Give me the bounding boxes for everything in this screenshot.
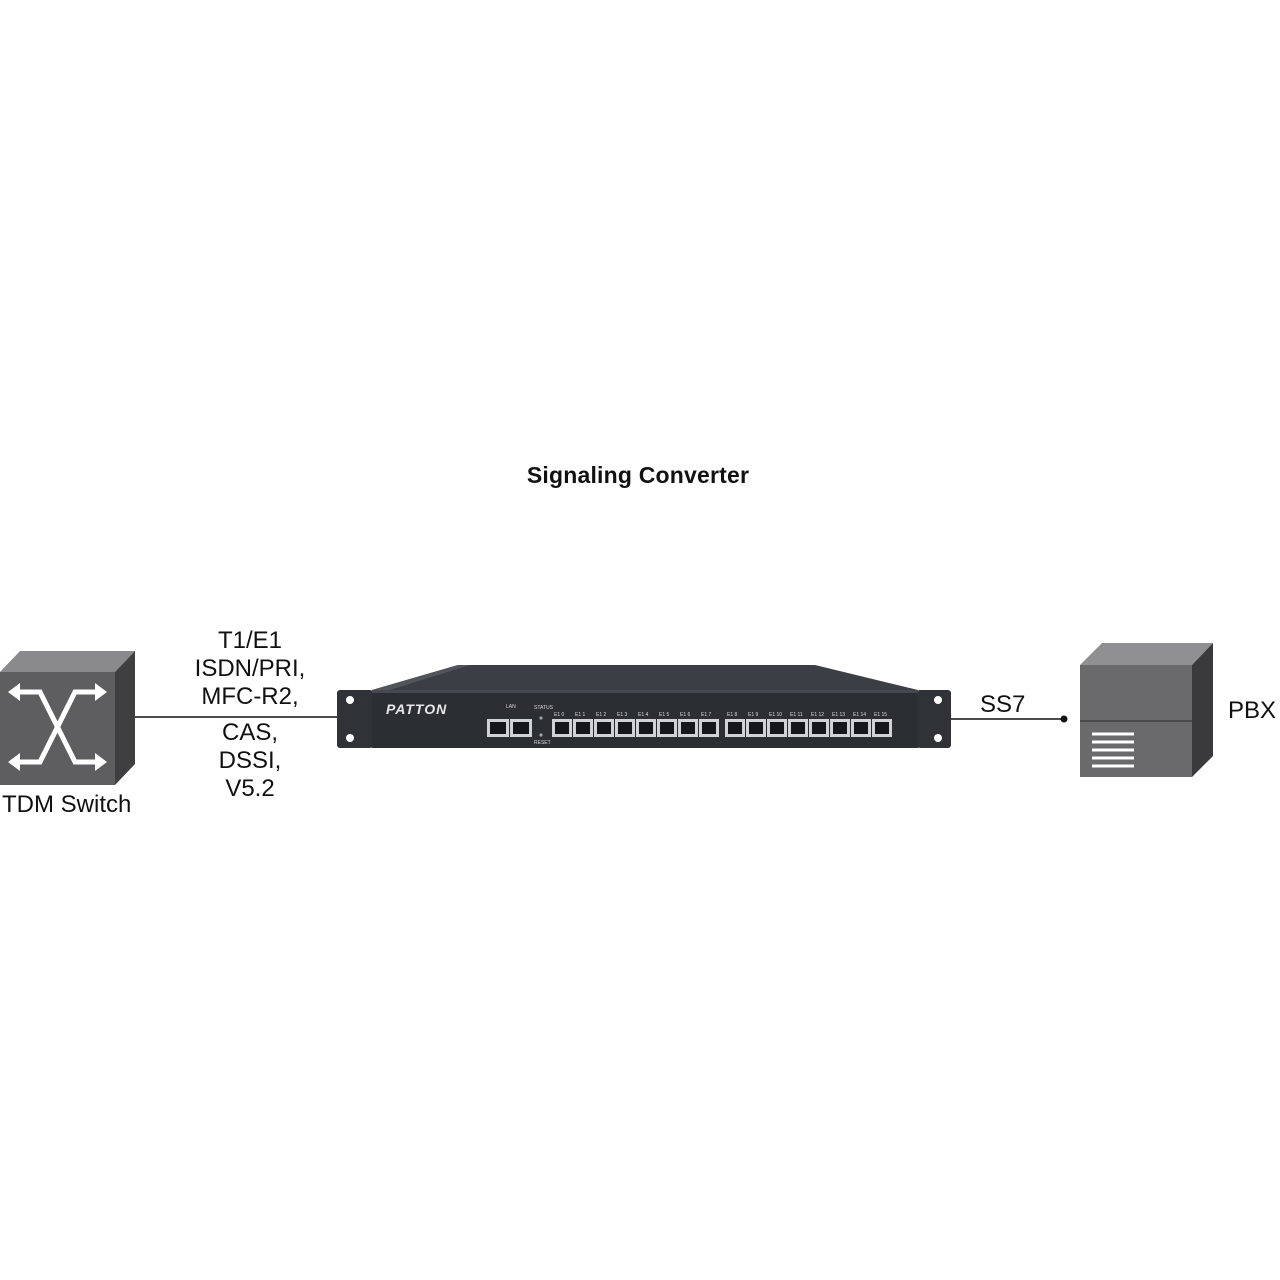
- e1-port-socket: [660, 722, 674, 734]
- arrow-heads: [8, 683, 107, 771]
- tdm-switch-icon: [0, 651, 135, 785]
- e1-port-socket: [770, 722, 784, 734]
- diagram-title: Signaling Converter: [526, 462, 750, 488]
- e1-port-label: E1 6: [680, 712, 691, 718]
- protocol-label: DSSI,: [218, 747, 282, 774]
- status-label: STATUS: [534, 705, 554, 711]
- reset-hole-icon: [539, 733, 543, 737]
- protocol-label: V5.2: [225, 775, 275, 802]
- e1-port-label: E1 14: [853, 712, 866, 718]
- e1-port-label: E1 9: [748, 712, 759, 718]
- e1-port-label: E1 7: [701, 712, 712, 718]
- e1-port-label: E1 12: [811, 712, 824, 718]
- protocol-label: CAS,: [221, 719, 278, 746]
- switch-top-face: [0, 651, 135, 672]
- e1-port-label: E1 3: [617, 712, 628, 718]
- e1-port-socket: [576, 722, 590, 734]
- e1-port-socket: [639, 722, 653, 734]
- tdm-switch-label: TDM Switch: [2, 791, 132, 818]
- protocol-label: T1/E1: [217, 627, 283, 654]
- pbx-vent-icon: [1092, 732, 1134, 768]
- pbx-icon: [1080, 643, 1213, 777]
- rack-ear-left: [337, 690, 373, 748]
- rack-hole-icon: [934, 734, 942, 742]
- e1-port-label: E1 10: [769, 712, 782, 718]
- e1-port-socket: [854, 722, 868, 734]
- e1-port-label: E1 0: [554, 712, 565, 718]
- e1-port-socket: [702, 722, 716, 734]
- status-led-icon: [539, 716, 543, 720]
- switch-side-face: [115, 651, 135, 785]
- e1-port-socket: [728, 722, 742, 734]
- pbx-top-face: [1080, 643, 1213, 665]
- e1-port-label: E1 13: [832, 712, 845, 718]
- protocol-label: MFC-R2,: [201, 683, 299, 710]
- reset-label: RESET: [534, 740, 551, 746]
- device-brand-label: PATTON: [386, 701, 447, 717]
- e1-port-label: E1 4: [638, 712, 649, 718]
- left-link-protocol-list: T1/E1 ISDN/PRI, MFC-R2, CAS, DSSI, V5.2: [150, 627, 350, 803]
- e1-port-label: E1 11: [790, 712, 803, 718]
- signaling-converter-device: PATTON LAN STATUS RESET E1 0 E1 1 E1 2 E1 3…: [337, 665, 951, 748]
- rack-hole-icon: [346, 734, 354, 742]
- rack-hole-icon: [934, 696, 942, 704]
- crossed-arrows-icon: [11, 689, 103, 765]
- lan-label: LAN: [506, 704, 516, 710]
- e1-port-socket: [791, 722, 805, 734]
- protocol-label: ISDN/PRI,: [194, 655, 306, 682]
- e1-port-socket: [618, 722, 632, 734]
- e1-port-socket: [597, 722, 611, 734]
- pbx-link-endpoint: [1060, 715, 1068, 723]
- e1-port-label: E1 1: [575, 712, 586, 718]
- device-top-surface: [372, 665, 918, 690]
- e1-port-row: E1 0 E1 1 E1 2 E1 3 E1 4 E1 5 E1 6 E1 7 E1 8 E1 9…: [552, 712, 892, 737]
- e1-port-socket: [555, 722, 569, 734]
- e1-port-label: E1 8: [727, 712, 738, 718]
- e1-port-socket: [681, 722, 695, 734]
- e1-port-socket: [812, 722, 826, 734]
- e1-port-label: E1 15: [874, 712, 887, 718]
- e1-port-socket: [749, 722, 763, 734]
- e1-port-socket: [875, 722, 889, 734]
- ss7-protocol-label: SS7: [980, 691, 1026, 718]
- rack-hole-icon: [346, 696, 354, 704]
- e1-port-socket: [833, 722, 847, 734]
- e1-port-label: E1 5: [659, 712, 670, 718]
- pbx-label: PBX: [1228, 697, 1277, 724]
- pbx-side-face: [1192, 643, 1213, 777]
- rack-ear-right: [917, 690, 951, 748]
- e1-port-label: E1 2: [596, 712, 607, 718]
